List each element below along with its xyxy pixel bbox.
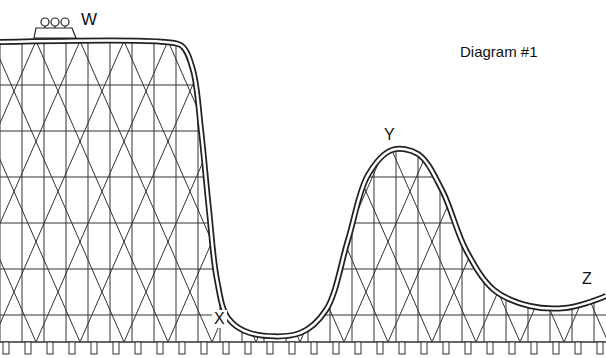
footings (3, 342, 603, 354)
point-label: Z (580, 270, 594, 288)
point-label: W (79, 11, 99, 30)
track-rail-inner (0, 41, 606, 337)
coaster-car (34, 18, 76, 38)
point-label: X (212, 310, 227, 328)
support-lattice (0, 0, 606, 342)
diagram-caption: Diagram #1 (458, 44, 540, 61)
point-label: Y (382, 126, 397, 144)
track-rail (0, 41, 606, 337)
